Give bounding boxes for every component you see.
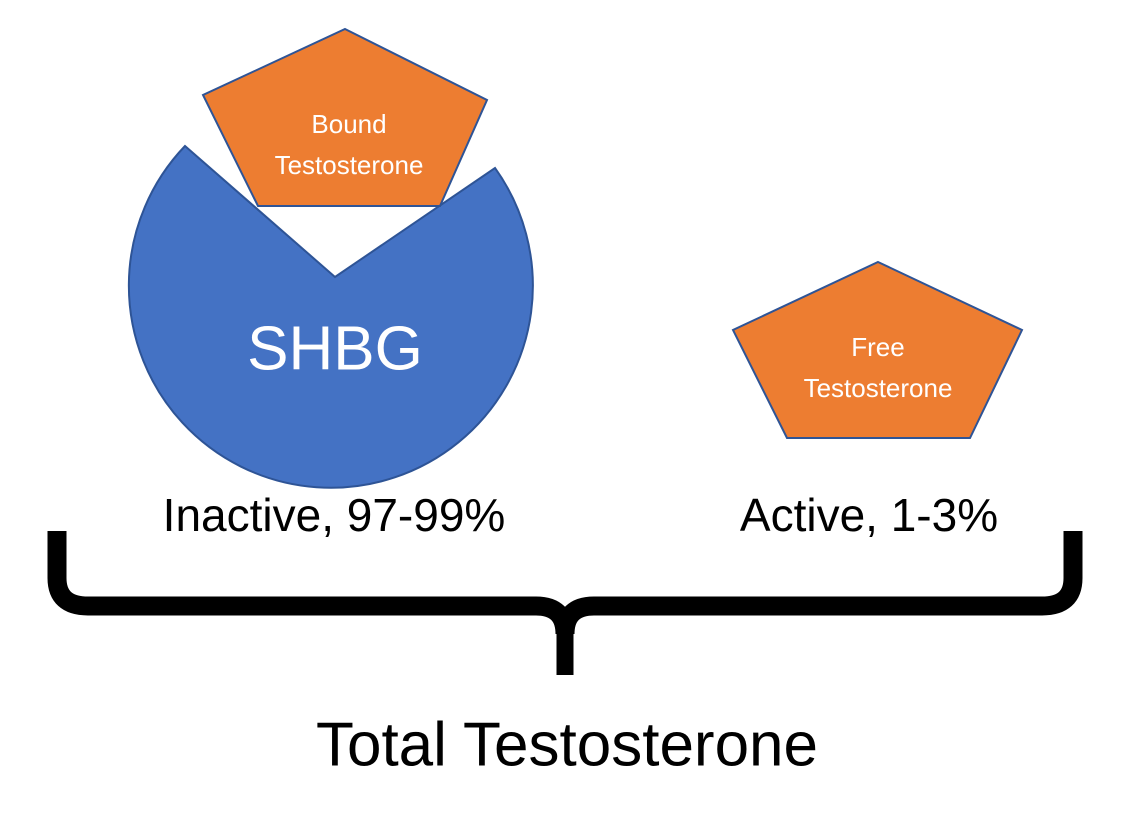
pentagon-shape (201, 27, 489, 207)
page-title: Total Testosterone (316, 710, 818, 779)
free-testosterone-shape-group: Free Testosterone (731, 260, 1024, 439)
curly-brace-down-icon (47, 531, 1083, 675)
notched-circle-shape (127, 144, 534, 489)
free-testosterone-label-line1: Free (851, 332, 904, 362)
caption-inactive: Inactive, 97-99% (163, 489, 506, 541)
shbg-label: SHBG (247, 314, 423, 383)
shbg-shape-group: SHBG (127, 144, 534, 489)
bound-testosterone-label-line1: Bound (311, 109, 386, 139)
bound-testosterone-shape-group: Bound Testosterone (201, 27, 489, 207)
caption-active: Active, 1-3% (740, 489, 998, 541)
free-testosterone-label-line2: Testosterone (804, 373, 953, 403)
pentagon-shape (731, 260, 1024, 439)
bound-testosterone-label-line2: Testosterone (275, 150, 424, 180)
